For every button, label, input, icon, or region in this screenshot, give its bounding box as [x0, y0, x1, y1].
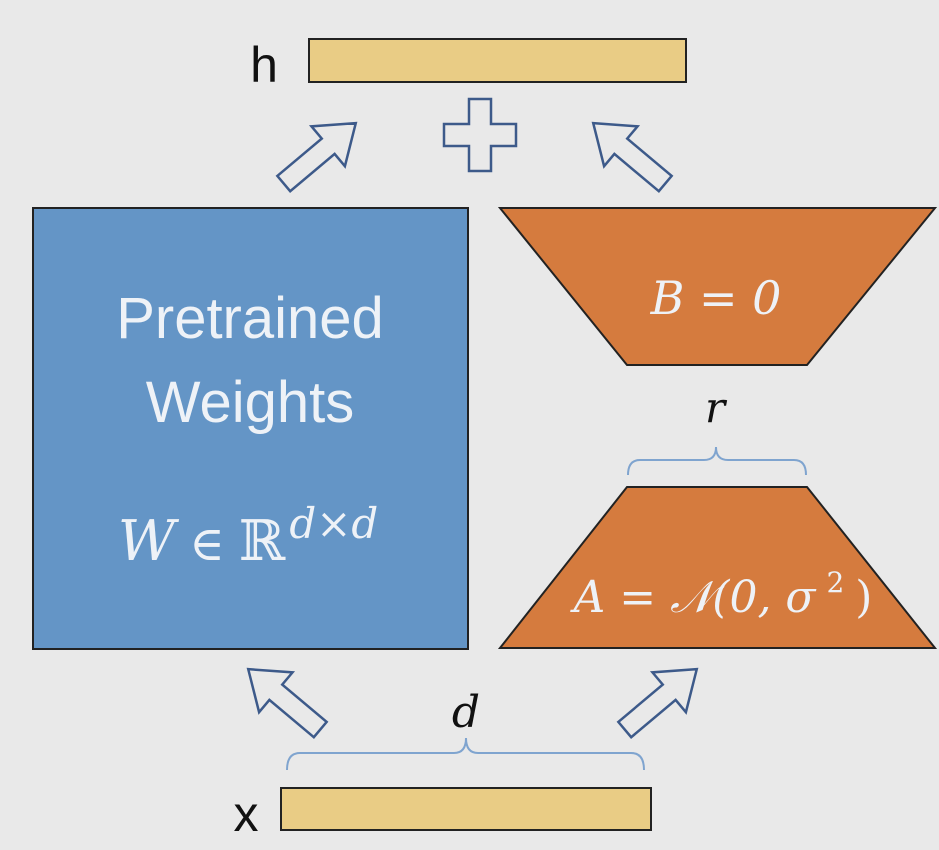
- input-x-bar: [280, 787, 652, 831]
- plus-icon: [442, 97, 518, 173]
- rank-r-brace: [627, 446, 807, 476]
- pretrained-label-line2: Weights: [146, 370, 354, 435]
- matrix-a-label-sup: 2: [826, 566, 844, 599]
- arrow-icon-x-to-pretrained: [246, 667, 329, 739]
- rank-r-label: r: [705, 383, 728, 432]
- arrow-icon-x-to-a: [616, 667, 699, 739]
- pretrained-label-line1: Pretrained: [116, 286, 384, 351]
- pretrained-weights-box: [32, 207, 469, 650]
- weight-matrix-formula: W ∈ ℝ d×d: [118, 499, 379, 574]
- matrix-a-label-main: A = 𝒩(0, σ: [570, 572, 818, 623]
- weight-var: W: [118, 509, 180, 574]
- matrix-b-label: B = 0: [650, 271, 782, 325]
- matrix-b-trapezoid: [497, 207, 938, 366]
- arrow-icon-pretrained-to-h: [275, 121, 358, 193]
- dimension-d-brace: [286, 737, 645, 771]
- output-h-bar: [308, 38, 687, 83]
- matrix-a-label: A = 𝒩(0, σ 2 ): [570, 553, 873, 623]
- weight-in: ∈: [189, 516, 225, 572]
- input-x-label: x: [234, 786, 259, 842]
- output-h-label: h: [250, 37, 278, 93]
- matrix-a-trapezoid: [497, 486, 938, 649]
- matrix-a-label-close: ): [855, 572, 872, 623]
- dimension-d-label: d: [452, 687, 480, 738]
- weight-space: ℝ: [239, 509, 287, 574]
- weight-exponent: d×d: [289, 499, 378, 548]
- arrow-icon-b-to-h: [591, 121, 674, 193]
